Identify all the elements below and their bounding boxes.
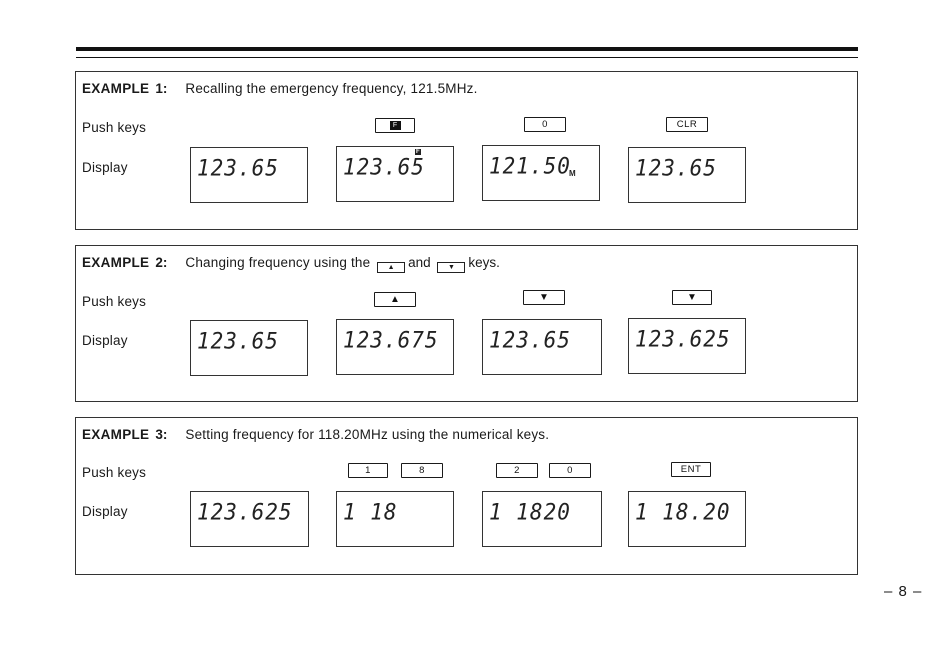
- example-description-end: keys.: [468, 255, 500, 270]
- lcd-display-2: 123.675: [336, 319, 454, 375]
- up-arrow-icon: ▲: [390, 293, 400, 305]
- lcd-display-1: 123.625: [190, 491, 309, 547]
- example-number: 3:: [155, 427, 168, 442]
- example-label: EXAMPLE: [82, 427, 150, 442]
- lcd-value: 123.65: [343, 154, 425, 180]
- inline-down-key-icon: ▼: [437, 262, 466, 273]
- 2-key: 2: [496, 463, 538, 478]
- example-description-mid: and: [408, 255, 431, 270]
- f-indicator: F: [415, 149, 421, 155]
- down-arrow-icon: ▼: [687, 291, 697, 303]
- clr-key-label: CLR: [676, 118, 698, 130]
- example-number: 2:: [155, 255, 168, 270]
- 1-key-label: 1: [365, 464, 371, 476]
- 2-key-label: 2: [514, 464, 520, 476]
- example-1-title: EXAMPLE 1: Recalling the emergency frequen…: [82, 81, 478, 96]
- example-3-box: EXAMPLE 3: Setting frequency for 118.20MHz…: [75, 417, 858, 575]
- 0-key-label: 0: [567, 464, 573, 476]
- example-number: 1:: [155, 81, 168, 96]
- example-label: EXAMPLE: [82, 81, 150, 96]
- push-keys-label: Push keys: [82, 120, 147, 135]
- down-key: ▼: [523, 290, 565, 305]
- example-label: EXAMPLE: [82, 255, 150, 270]
- lcd-display-3: 1 1820: [482, 491, 602, 547]
- 0-key-label: 0: [542, 118, 548, 130]
- lcd-display-4: 123.65: [628, 147, 746, 203]
- lcd-display-2: 123.65 F: [336, 146, 454, 202]
- display-label: Display: [82, 333, 128, 348]
- inline-up-key-icon: ▲: [377, 262, 406, 273]
- 8-key-label: 8: [419, 464, 425, 476]
- lcd-value: 1 18.20: [635, 499, 731, 525]
- push-keys-label: Push keys: [82, 465, 147, 480]
- clr-key: CLR: [666, 117, 708, 132]
- lcd-display-4: 123.625: [628, 318, 746, 374]
- f-key: F: [375, 118, 415, 133]
- ent-key: ENT: [671, 462, 711, 477]
- lcd-value: 1 18: [343, 499, 398, 525]
- lcd-value: 123.65: [197, 328, 279, 354]
- display-label: Display: [82, 160, 128, 175]
- example-description: Changing frequency using the: [185, 255, 371, 270]
- lcd-display-3: 121.50 M: [482, 145, 600, 201]
- lcd-value: 121.50: [489, 153, 571, 179]
- example-description: Recalling the emergency frequency, 121.5…: [185, 81, 478, 96]
- lcd-value: 1 1820: [489, 499, 571, 525]
- lcd-display-4: 1 18.20: [628, 491, 746, 547]
- 0-key: 0: [549, 463, 591, 478]
- f-key-icon: F: [389, 121, 401, 130]
- up-key: ▲: [374, 292, 416, 307]
- example-description: Setting frequency for 118.20MHz using th…: [185, 427, 550, 442]
- lcd-value: 123.65: [489, 327, 571, 353]
- example-3-title: EXAMPLE 3: Setting frequency for 118.20MHz…: [82, 427, 549, 442]
- lcd-value: 123.625: [635, 326, 731, 352]
- 1-key: 1: [348, 463, 388, 478]
- example-2-title: EXAMPLE 2: Changing frequency using the ▲a…: [82, 255, 500, 273]
- memory-indicator: M: [569, 169, 576, 178]
- lcd-value: 123.675: [343, 327, 439, 353]
- header-rule-thin: [76, 57, 858, 58]
- 0-key: 0: [524, 117, 566, 132]
- push-keys-label: Push keys: [82, 294, 147, 309]
- lcd-value: 123.625: [197, 499, 293, 525]
- ent-key-label: ENT: [680, 463, 702, 475]
- 8-key: 8: [401, 463, 443, 478]
- lcd-value: 123.65: [197, 155, 279, 181]
- down-arrow-icon: ▼: [539, 291, 549, 303]
- lcd-display-3: 123.65: [482, 319, 602, 375]
- down-key-2: ▼: [672, 290, 712, 305]
- lcd-value: 123.65: [635, 155, 717, 181]
- header-rule-thick: [76, 47, 858, 51]
- page-number: – 8 –: [884, 583, 923, 600]
- lcd-display-1: 123.65: [190, 320, 308, 376]
- lcd-display-1: 123.65: [190, 147, 308, 203]
- lcd-display-2: 1 18: [336, 491, 454, 547]
- example-1-box: EXAMPLE 1: Recalling the emergency frequen…: [75, 71, 858, 230]
- display-label: Display: [82, 504, 128, 519]
